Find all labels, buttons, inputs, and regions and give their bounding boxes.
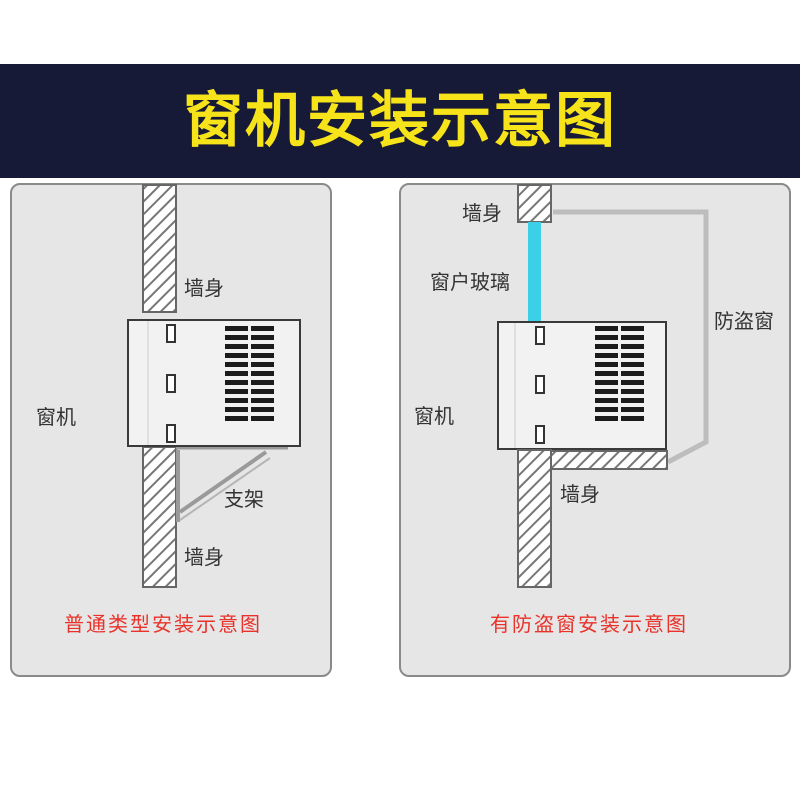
left-ac-label: 窗机 [36, 405, 76, 429]
right-wall-lower-label: 墙身 [560, 482, 600, 506]
right-window-ac-unit [497, 321, 667, 450]
right-guard-label: 防盗窗 [714, 309, 774, 333]
left-wall-upper-label: 墙身 [184, 276, 224, 300]
right-caption: 有防盗窗安装示意图 [490, 612, 688, 636]
right-glass-label: 窗户玻璃 [430, 270, 510, 294]
left-caption: 普通类型安装示意图 [64, 612, 262, 636]
right-security-window-frame [553, 209, 709, 465]
left-bracket [176, 446, 288, 522]
right-wall-upper [517, 184, 552, 223]
left-bracket-label: 支架 [224, 487, 264, 511]
title-banner: 窗机安装示意图 [0, 64, 800, 178]
left-wall-upper [142, 184, 177, 313]
left-wall-lower [142, 446, 177, 588]
right-ac-label: 窗机 [414, 404, 454, 428]
right-window-glass [528, 222, 541, 322]
right-wall-upper-label: 墙身 [462, 201, 502, 225]
left-wall-lower-label: 墙身 [184, 545, 224, 569]
right-wall-lower [517, 449, 668, 588]
page-title: 窗机安装示意图 [183, 86, 617, 156]
left-window-ac-unit [127, 319, 301, 447]
